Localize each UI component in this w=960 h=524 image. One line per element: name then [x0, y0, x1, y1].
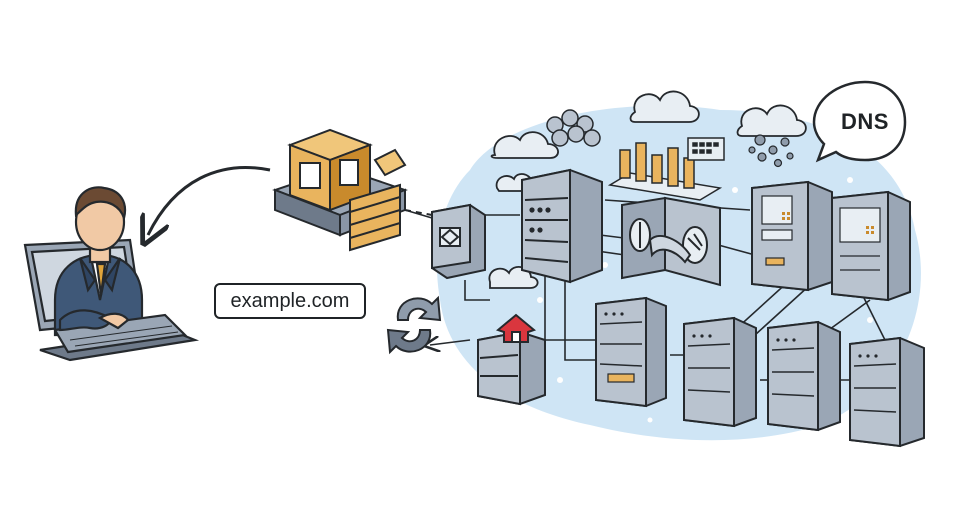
database-server-icon — [521, 168, 603, 284]
server-rack-2 — [683, 316, 757, 428]
user-at-laptop-icon — [23, 186, 200, 362]
home-icon — [495, 313, 537, 343]
wooden-crate-icon — [272, 128, 408, 252]
authoritative-server-1 — [751, 180, 833, 292]
response-arrow — [148, 166, 271, 235]
scatter-nodes-icon — [748, 134, 794, 168]
cloud-icon — [736, 104, 807, 137]
dns-speech-bubble-icon — [812, 80, 907, 163]
keyboard-block-icon — [687, 137, 725, 161]
server-rack-3 — [767, 320, 841, 432]
authoritative-server-2 — [831, 190, 911, 302]
cloud-icon — [490, 131, 559, 159]
home-server-icon — [477, 330, 546, 406]
server-rack-1 — [595, 296, 667, 408]
dns-label: DNS — [841, 109, 889, 134]
refresh-arrows-icon — [386, 295, 442, 355]
router-icon — [431, 203, 486, 280]
dashed-link — [404, 209, 433, 216]
domain-label: example.com — [214, 283, 366, 319]
server-rack-4 — [849, 336, 925, 448]
cloud-icon — [629, 90, 700, 123]
patch-panel-icon — [621, 196, 721, 287]
data-cylinders-icon — [607, 142, 723, 201]
node-cluster-icon — [546, 109, 601, 147]
